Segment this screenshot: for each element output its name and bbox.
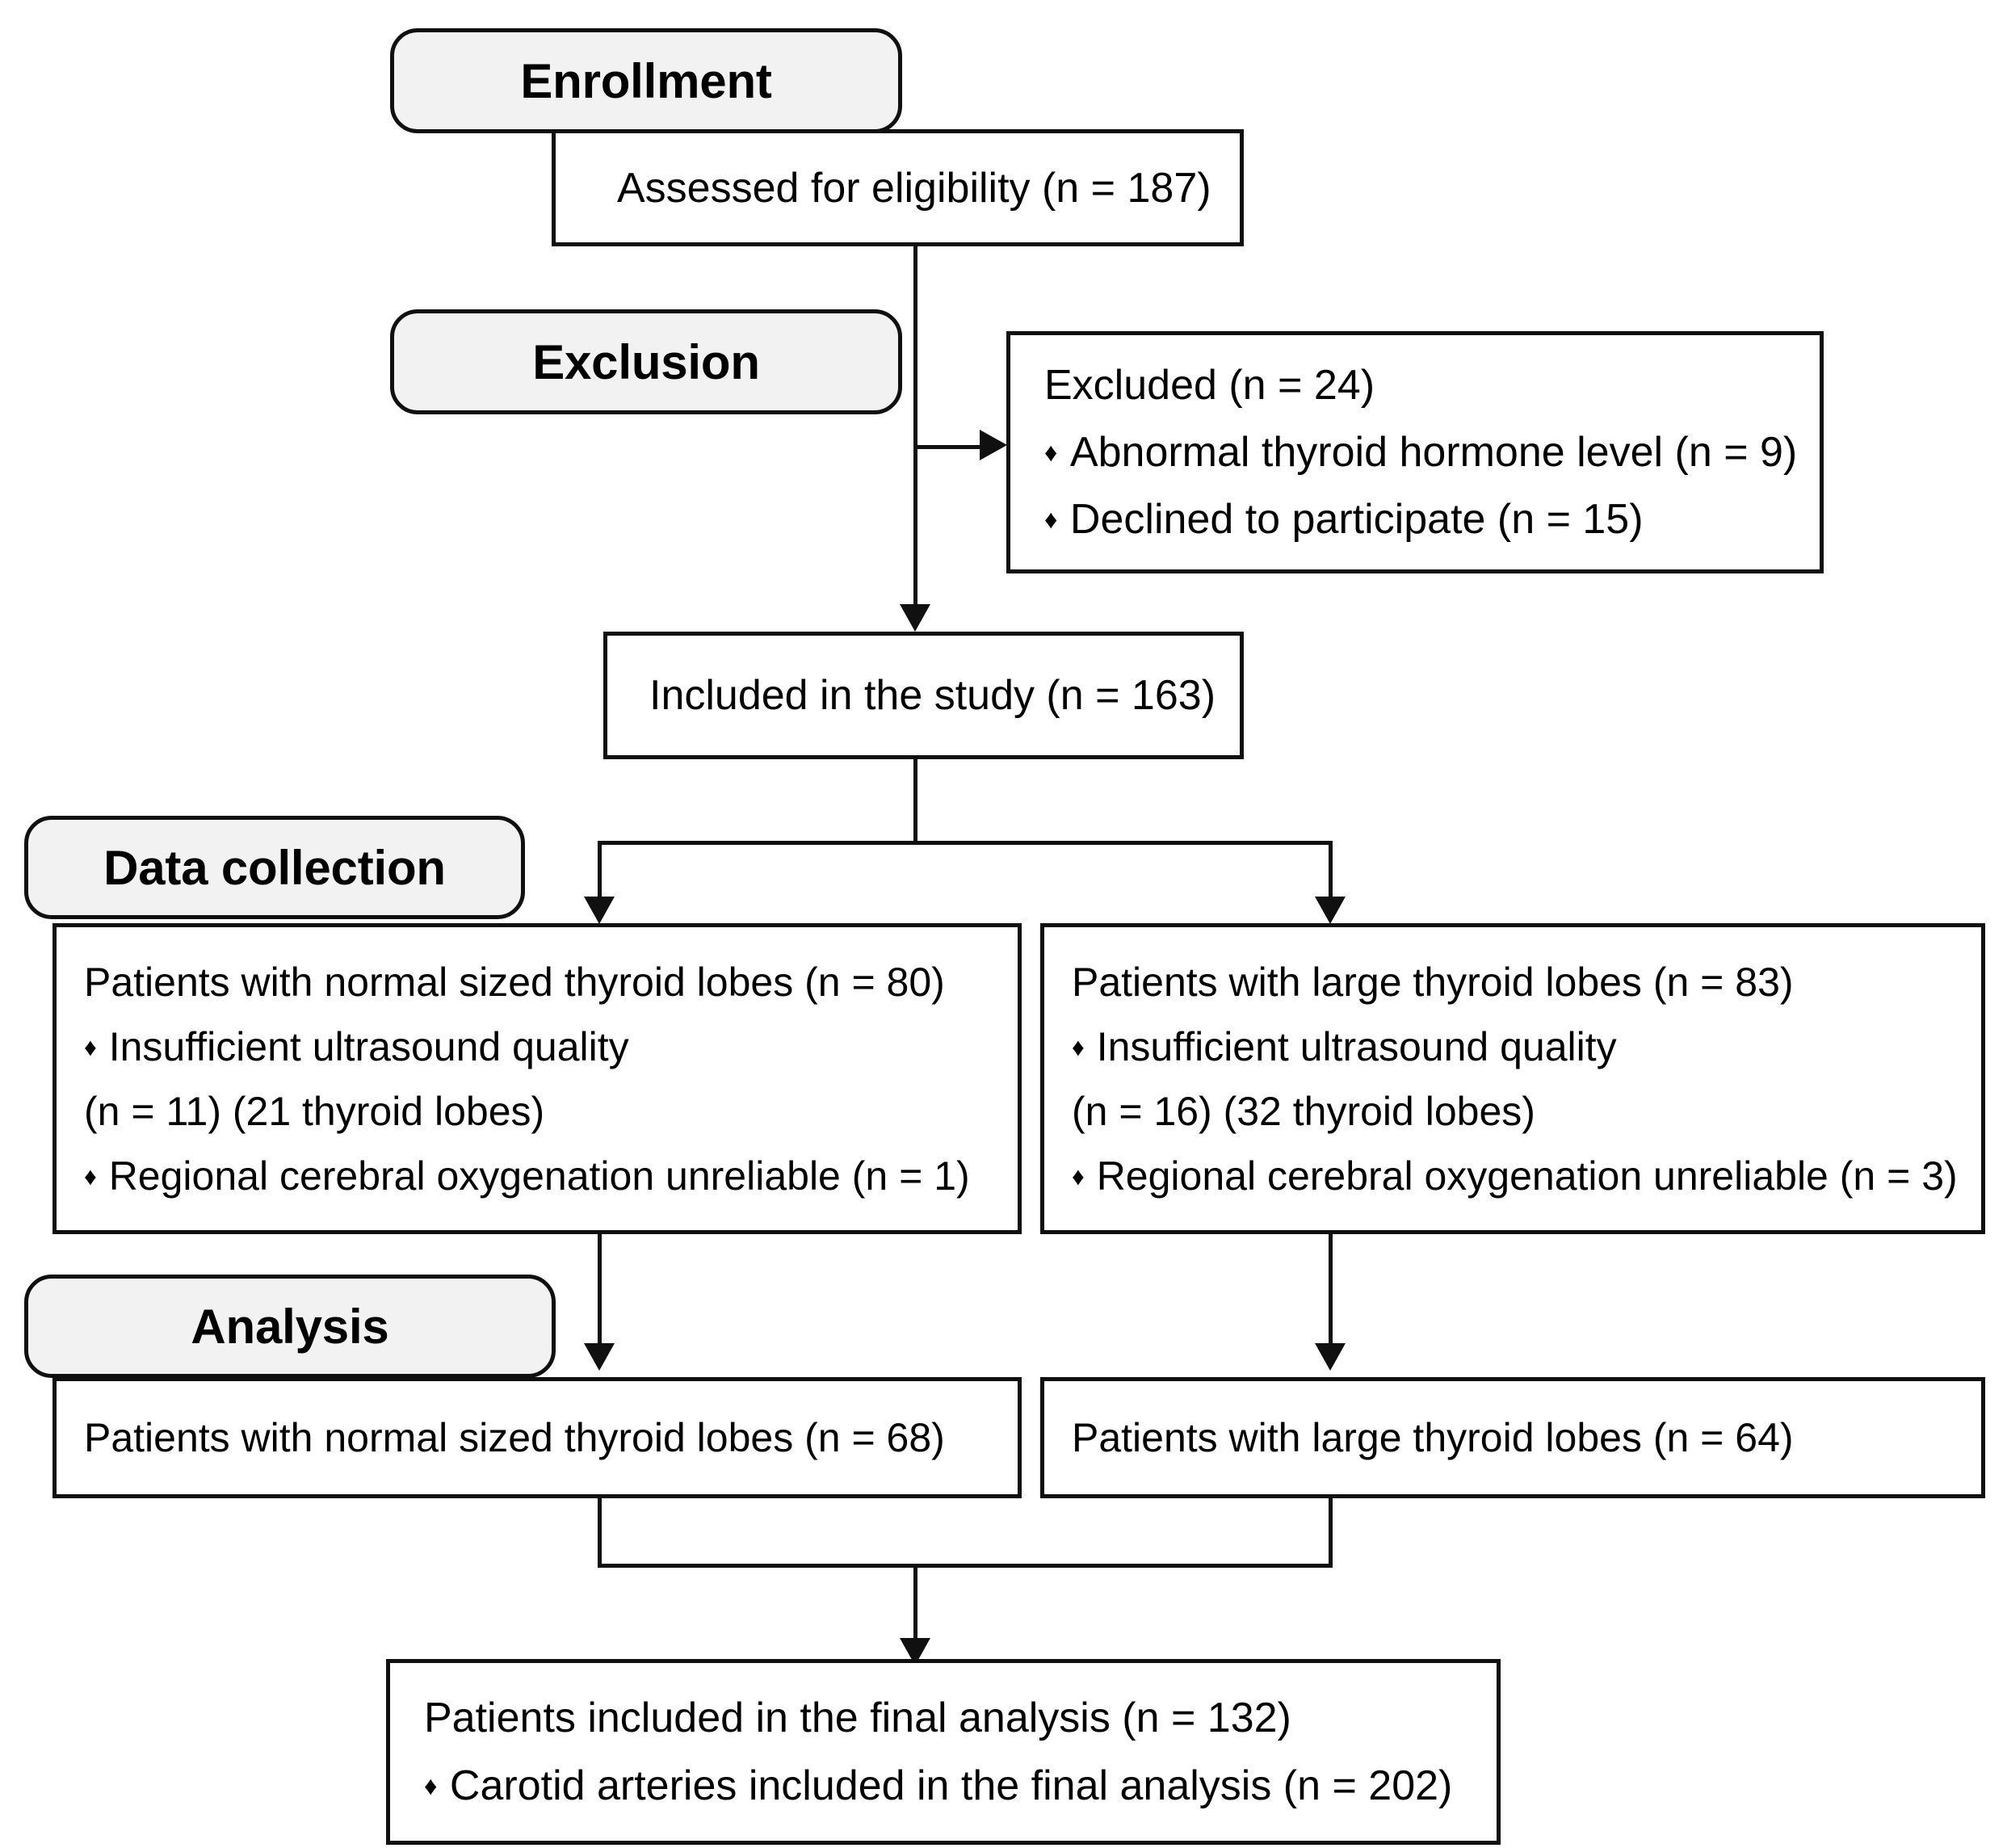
node-bullet-line: ♦ Regional cerebral oxygenation unreliab… <box>1072 1156 1981 1196</box>
node-line-text: Excluded (n = 24) <box>1044 361 1375 409</box>
node-line: Excluded (n = 24) <box>1044 364 1820 406</box>
bullet-icon: ♦ <box>84 1032 97 1061</box>
connector-split-right-drop <box>1329 841 1333 904</box>
bullet-icon: ♦ <box>1072 1032 1085 1061</box>
node-line-text: Patients with large thyroid lobes (n = 8… <box>1072 959 1794 1005</box>
node-line-text: Insufficient ultrasound quality <box>1096 1023 1617 1069</box>
bullet-icon: ♦ <box>1044 438 1058 468</box>
bullet-icon: ♦ <box>424 1770 438 1800</box>
node-analysis-large-lobes: Patients with large thyroid lobes (n = 6… <box>1040 1377 1985 1498</box>
node-line: Patients with large thyroid lobes (n = 6… <box>1072 1418 1981 1458</box>
node-line-text: Insufficient ultrasound quality <box>108 1023 629 1069</box>
connector-included-down <box>913 759 917 844</box>
stage-label-analysis: Analysis <box>24 1275 556 1378</box>
node-collection-normal-lobes: Patients with normal sized thyroid lobes… <box>52 923 1022 1234</box>
node-line-text: Regional cerebral oxygenation unreliable… <box>108 1153 970 1199</box>
node-line: Assessed for eligibility (n = 187) <box>617 167 1240 209</box>
node-line: (n = 11) (21 thyroid lobes) <box>84 1091 1018 1132</box>
node-bullet-line: ♦ Abnormal thyroid hormone level (n = 9) <box>1044 431 1820 473</box>
arrowhead-into-analysis-large <box>1315 1343 1346 1371</box>
node-line: Patients with normal sized thyroid lobes… <box>84 1418 1018 1458</box>
connector-merge-to-final <box>913 1564 917 1644</box>
stage-label-exclusion: Exclusion <box>390 309 902 414</box>
connector-analysis-large-down <box>1329 1498 1333 1567</box>
arrowhead-into-collect-large <box>1315 897 1346 924</box>
node-line-text: Patients with large thyroid lobes (n = 6… <box>1072 1415 1794 1460</box>
node-assessed-for-eligibility: Assessed for eligibility (n = 187) <box>552 129 1244 246</box>
arrowhead-into-collect-normal <box>584 897 615 924</box>
node-collection-large-lobes: Patients with large thyroid lobes (n = 8… <box>1040 923 1985 1234</box>
connector-analysis-normal-down <box>598 1498 602 1567</box>
node-bullet-line: ♦ Regional cerebral oxygenation unreliab… <box>84 1156 1018 1196</box>
stage-label-enrollment: Enrollment <box>390 28 902 133</box>
node-included-in-study: Included in the study (n = 163) <box>603 632 1244 759</box>
bullet-icon: ♦ <box>1044 505 1058 535</box>
node-line-text: Patients included in the final analysis … <box>424 1695 1291 1742</box>
node-line: Included in the study (n = 163) <box>649 674 1240 716</box>
node-line: Patients with large thyroid lobes (n = 8… <box>1072 962 1981 1002</box>
stage-label-data-collection: Data collection <box>24 816 525 919</box>
node-bullet-line: ♦ Insufficient ultrasound quality <box>84 1027 1018 1067</box>
stage-label-exclusion-text: Exclusion <box>532 334 760 389</box>
node-line: (n = 16) (32 thyroid lobes) <box>1072 1091 1981 1132</box>
arrowhead-into-analysis-normal <box>584 1343 615 1371</box>
node-line-text: Patients with normal sized thyroid lobes… <box>84 1415 945 1460</box>
stage-label-enrollment-text: Enrollment <box>520 53 772 108</box>
node-line-text: (n = 11) (21 thyroid lobes) <box>84 1088 545 1134</box>
node-line-text: Regional cerebral oxygenation unreliable… <box>1096 1153 1958 1199</box>
connector-collect-large-to-analysis-large <box>1329 1230 1333 1351</box>
node-line-text: Abnormal thyroid hormone level (n = 9) <box>1069 429 1798 476</box>
node-analysis-normal-lobes: Patients with normal sized thyroid lobes… <box>52 1377 1022 1498</box>
node-line-text: Carotid arteries included in the final a… <box>449 1762 1453 1809</box>
bullet-icon: ♦ <box>84 1161 97 1191</box>
arrowhead-into-included <box>900 604 930 632</box>
node-line-text: Included in the study (n = 163) <box>649 672 1216 719</box>
bullet-icon: ♦ <box>1072 1161 1085 1191</box>
connector-collect-normal-to-analysis-normal <box>598 1230 602 1351</box>
connector-spine-to-excluded <box>913 445 986 449</box>
connector-split-left-drop <box>598 841 602 904</box>
arrowhead-into-excluded <box>980 430 1007 460</box>
stage-label-data-collection-text: Data collection <box>103 840 446 895</box>
node-line-text: (n = 16) (32 thyroid lobes) <box>1072 1088 1535 1134</box>
connector-split-bus <box>598 841 1333 845</box>
connector-merge-bus <box>598 1564 1333 1568</box>
node-final-analysis: Patients included in the final analysis … <box>386 1659 1501 1845</box>
node-line-text: Declined to participate (n = 15) <box>1069 496 1644 544</box>
node-line: Patients included in the final analysis … <box>424 1697 1497 1739</box>
node-bullet-line: ♦ Carotid arteries included in the final… <box>424 1765 1497 1807</box>
node-bullet-line: ♦ Declined to participate (n = 15) <box>1044 498 1820 540</box>
node-line-text: Patients with normal sized thyroid lobes… <box>84 959 945 1005</box>
node-excluded: Excluded (n = 24) ♦ Abnormal thyroid hor… <box>1006 331 1824 573</box>
connector-assessed-to-included <box>913 242 917 614</box>
node-bullet-line: ♦ Insufficient ultrasound quality <box>1072 1027 1981 1067</box>
stage-label-analysis-text: Analysis <box>191 1299 389 1354</box>
node-line-text: Assessed for eligibility (n = 187) <box>617 164 1211 212</box>
node-line: Patients with normal sized thyroid lobes… <box>84 962 1018 1002</box>
